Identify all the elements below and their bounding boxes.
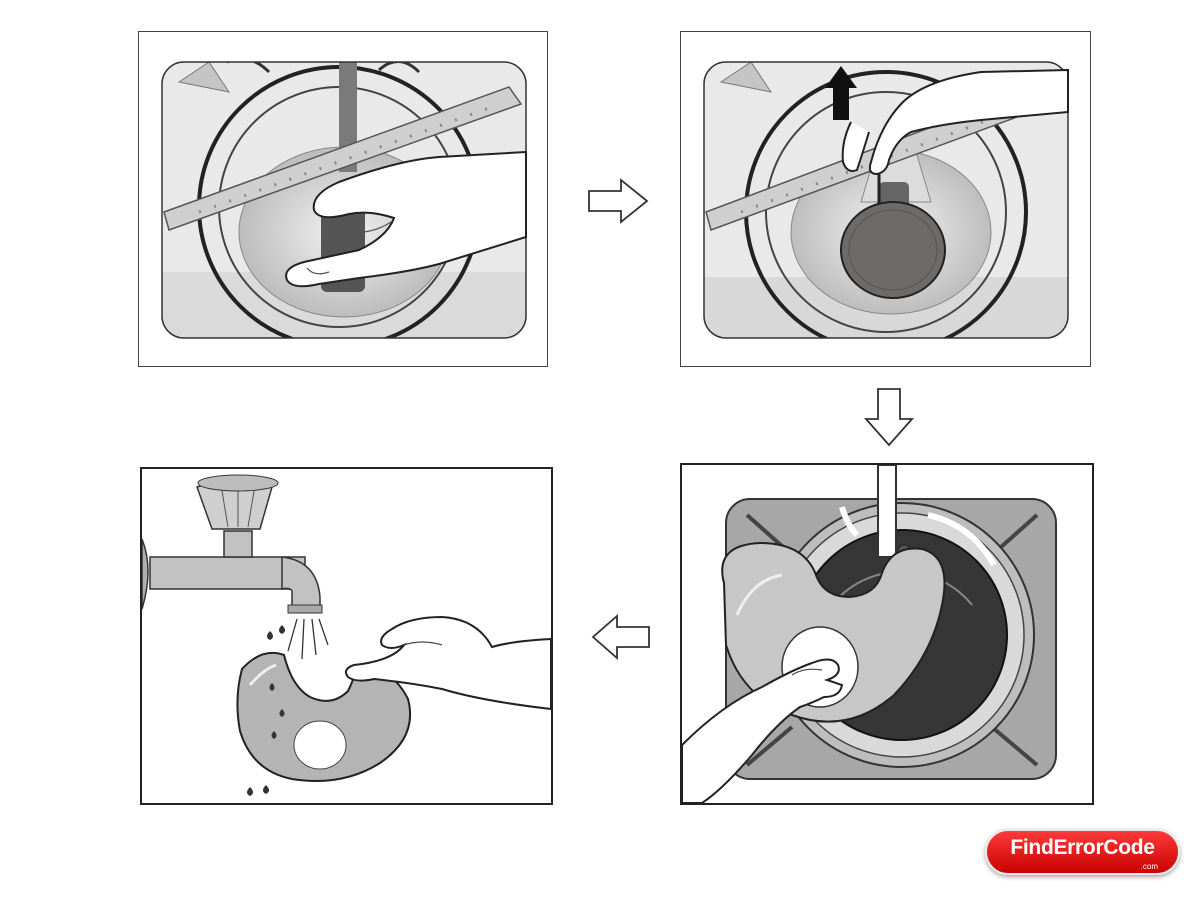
hand-icon (285, 150, 527, 288)
step-3-illustration (682, 465, 1057, 803)
hand-icon (682, 658, 844, 803)
lift-up-arrow-icon (825, 66, 857, 120)
step-2-illustration (703, 61, 1069, 339)
step-1-panel (138, 31, 548, 367)
step-4-panel (140, 467, 553, 805)
logo-brand-text: FindErrorCode (1010, 836, 1155, 859)
flow-arrow-down-icon (864, 388, 914, 447)
step-4-illustration (142, 474, 551, 796)
filter-icon (236, 651, 412, 782)
step-3-panel (680, 463, 1094, 805)
filter-cup-icon (840, 162, 946, 299)
step-2-panel (680, 31, 1091, 367)
flow-arrow-right-icon (588, 178, 649, 224)
spray-arm-icon (163, 86, 523, 231)
hand-icon (841, 68, 1069, 176)
water-stream-icon (247, 618, 329, 796)
logo-badge (985, 829, 1180, 875)
flow-arrow-left-icon (591, 614, 650, 660)
faucet-icon (142, 474, 323, 614)
step-1-illustration (161, 61, 527, 339)
brand-logo: FindErrorCode .com (985, 829, 1180, 875)
hand-icon (345, 615, 551, 711)
logo-tld-text: .com (1140, 862, 1158, 871)
